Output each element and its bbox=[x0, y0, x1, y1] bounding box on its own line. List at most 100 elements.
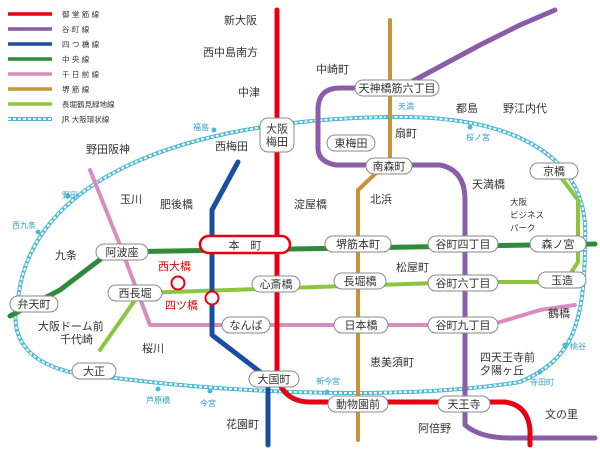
station-box-kyobashi[interactable]: 京橋 bbox=[529, 162, 579, 180]
station-label: 九条 bbox=[55, 248, 77, 262]
station-label: 都島 bbox=[456, 101, 478, 115]
hommachi-label: 本 町 bbox=[229, 238, 262, 252]
jr-station-labels: 福島 天満 桜ノ宮 野田 西九条 芦原橋 今宮 新今宮 寺田町 桃谷 bbox=[12, 102, 586, 408]
station-box[interactable] bbox=[333, 316, 389, 334]
station-box-label: 京橋 bbox=[543, 164, 565, 178]
station-label: 玉川 bbox=[120, 193, 142, 206]
jr-dot bbox=[537, 369, 543, 375]
station-box-tanimachi6[interactable]: 谷町六丁目 bbox=[427, 274, 499, 292]
station-box-tennoji[interactable]: 天王寺 bbox=[437, 395, 491, 413]
jr-label: 桃谷 bbox=[570, 341, 586, 351]
red-station-label: 西大橋 bbox=[158, 259, 191, 273]
station-box[interactable] bbox=[259, 117, 295, 153]
station-box-tenjinbashi[interactable]: 天神橋筋六丁目 bbox=[354, 79, 440, 97]
station-box-label: 弁天町 bbox=[18, 297, 51, 311]
legend-background bbox=[0, 0, 145, 128]
station-box[interactable] bbox=[327, 395, 389, 413]
station-box-morinomiya[interactable]: 森ノ宮 bbox=[529, 235, 587, 253]
station-box[interactable] bbox=[9, 295, 59, 313]
station-box-shinsaibashi[interactable]: 心斎橋 bbox=[251, 275, 301, 293]
station-box[interactable] bbox=[437, 395, 491, 413]
jr-dot bbox=[562, 342, 568, 348]
station-box[interactable] bbox=[221, 316, 271, 334]
station-box-label: 東梅田 bbox=[335, 136, 368, 150]
station-box[interactable] bbox=[251, 275, 301, 293]
jr-label: 今宮 bbox=[200, 398, 216, 408]
station-box-label: 天神橋筋六丁目 bbox=[359, 81, 436, 95]
jr-dot bbox=[35, 229, 41, 235]
station-label: 北浜 bbox=[370, 193, 392, 206]
station-label: 新大阪 bbox=[224, 13, 257, 27]
jr-dot bbox=[324, 389, 330, 395]
station-label: 恵美須町 bbox=[370, 355, 414, 369]
station-box[interactable] bbox=[427, 274, 499, 292]
jr-dot bbox=[65, 193, 71, 199]
station-box[interactable] bbox=[95, 243, 149, 261]
station-box-tanimachi4[interactable]: 谷町四丁目 bbox=[427, 235, 499, 253]
station-box[interactable] bbox=[324, 235, 392, 253]
legend-label: 中 央 線 bbox=[62, 54, 90, 64]
yotsubashi-marker[interactable] bbox=[204, 290, 220, 306]
station-box-sakaisuji-hommachi[interactable]: 堺筋本町 bbox=[324, 235, 392, 253]
station-box[interactable] bbox=[71, 362, 117, 380]
station-box-daikokucho[interactable]: 大国町 bbox=[248, 370, 300, 388]
station-box-nishinagahori[interactable]: 西長堀 bbox=[107, 284, 163, 302]
jr-loop-track-inner bbox=[14, 115, 587, 394]
station-box-nipponbashi[interactable]: 日本橋 bbox=[333, 316, 389, 334]
jr-label: 野田 bbox=[62, 191, 78, 200]
station-box-minamimorimachi[interactable]: 南森町 bbox=[365, 157, 413, 175]
jr-dot bbox=[155, 386, 161, 392]
station-box-higashi-umeda-box[interactable]: 東梅田 bbox=[326, 134, 376, 152]
station-label: 四天王寺前夕陽ヶ丘 bbox=[480, 350, 535, 377]
station-box-label: 谷町四丁目 bbox=[436, 238, 491, 251]
station-label: 野江内代 bbox=[503, 101, 547, 115]
station-box[interactable] bbox=[427, 235, 499, 253]
nishiohashi-marker[interactable] bbox=[170, 275, 186, 291]
station-box-label: 堺筋本町 bbox=[336, 237, 380, 251]
jr-label: 福島 bbox=[193, 122, 209, 132]
jr-dot bbox=[467, 124, 473, 130]
red-stations: 西大橋 四ツ橋 bbox=[158, 259, 220, 312]
red-station-label: 四ツ橋 bbox=[165, 298, 198, 312]
station-label: 西梅田 bbox=[215, 139, 248, 153]
tanimachi-line bbox=[315, 7, 598, 441]
station-label: 松屋町 bbox=[396, 260, 429, 274]
jr-label: 芦原橋 bbox=[146, 395, 170, 405]
station-box[interactable] bbox=[354, 79, 440, 97]
station-box-osaka-umeda[interactable]: 大阪梅田 bbox=[259, 117, 295, 153]
station-box-bentencho[interactable]: 弁天町 bbox=[9, 295, 59, 313]
station-box[interactable] bbox=[529, 162, 579, 180]
station-box[interactable] bbox=[529, 235, 587, 253]
yotsubashi-line bbox=[209, 159, 271, 448]
station-box[interactable] bbox=[537, 271, 587, 289]
jr-label: 西九条 bbox=[12, 220, 36, 230]
station-box-namba[interactable]: なんば bbox=[221, 316, 271, 334]
station-box[interactable] bbox=[333, 272, 387, 290]
station-box-label: 動物園前 bbox=[336, 397, 380, 411]
station-box[interactable] bbox=[427, 316, 499, 334]
station-box-label: 西長堀 bbox=[119, 287, 152, 300]
legend-label: 千 日 前 線 bbox=[62, 69, 100, 79]
station-box-label: 天王寺 bbox=[448, 398, 481, 411]
station-box-dobutsuen[interactable]: 動物園前 bbox=[327, 395, 389, 413]
station-label: 肥後橋 bbox=[160, 197, 193, 211]
station-box-awaza[interactable]: 阿波座 bbox=[95, 243, 149, 261]
legend-label: 谷 町 線 bbox=[62, 24, 90, 34]
station-box[interactable] bbox=[248, 370, 300, 388]
station-box-tamatsukuri[interactable]: 玉造 bbox=[537, 271, 587, 289]
hommachi-box[interactable] bbox=[198, 234, 292, 255]
station-box[interactable] bbox=[365, 157, 413, 175]
legend-label: 長堀鶴見緑地線 bbox=[62, 99, 115, 109]
legend-label: JR 大阪環状線 bbox=[61, 114, 110, 124]
station-box-label: 大国町 bbox=[258, 372, 291, 386]
station-box[interactable] bbox=[107, 284, 163, 302]
hommachi-station[interactable]: 本 町 bbox=[198, 234, 292, 255]
station-box-nagahoribashi[interactable]: 長堀橋 bbox=[333, 272, 387, 290]
station-box[interactable] bbox=[326, 134, 376, 152]
station-box-tanimachi9[interactable]: 谷町九丁目 bbox=[427, 316, 499, 334]
jr-label: 寺田町 bbox=[530, 378, 554, 387]
station-box-taisho[interactable]: 大正 bbox=[71, 362, 117, 380]
station-label: 鶴橋 bbox=[548, 306, 570, 320]
